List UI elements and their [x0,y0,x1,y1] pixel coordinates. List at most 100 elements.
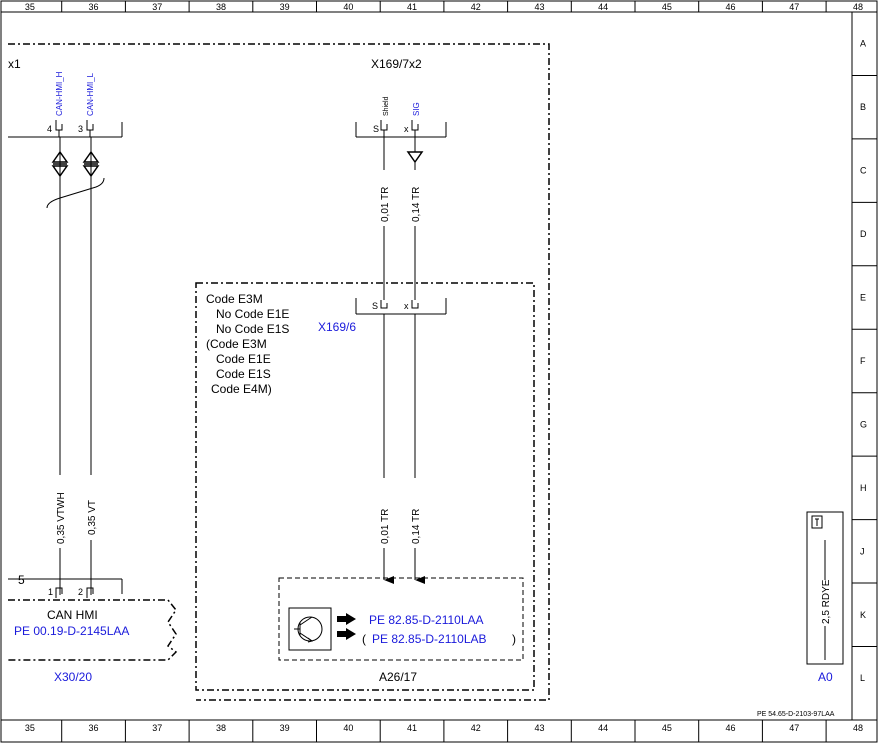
column-number: 40 [343,2,353,12]
x169-7x2-pin-x: x [404,124,409,134]
column-number: 48 [853,2,863,12]
code-variant-box [195,282,535,691]
svg-text:Code E3M: Code E3M [206,292,263,306]
row-ruler-right: A B C D E F G H J K L [852,39,877,683]
module-boundary-outer [8,43,550,701]
wire-label-vtwh: 0,35 VTWH [56,492,67,544]
column-number: 47 [789,2,799,12]
svg-text:Code E1E: Code E1E [216,352,271,366]
column-number: 41 [407,723,417,733]
transceiver-icon [288,607,332,651]
connector-x169-6-label[interactable]: X169/6 [318,320,356,334]
row-letter: H [860,483,867,493]
x169-6-pin-x: x [404,301,409,311]
a26-17-ref-2-close: ) [512,632,516,646]
column-number: 48 [853,723,863,733]
column-number: 47 [789,723,799,733]
a26-17-label: A26/17 [379,670,417,684]
row-letter: E [860,293,866,303]
x1-pin-4-number: 4 [47,124,52,134]
column-number: 39 [280,2,290,12]
connector-x30-20: 5 1 2 [8,573,123,598]
x169-6-pin-s: S [372,301,378,311]
row-letter: D [860,229,867,239]
row-letter: J [860,546,865,556]
wire-label-top-014: 0,14 TR [411,187,422,222]
wire-label-bot-014: 0,14 TR [411,509,422,544]
x1-pin-4-socket [55,120,63,137]
wire-legend-box: 2,5 RDYE [806,511,844,665]
column-number: 37 [152,723,162,733]
svg-text:No Code E1E: No Code E1E [216,307,289,321]
row-letter: A [860,39,866,49]
a26-17-device-box [278,577,524,661]
can-hmi-reference[interactable]: PE 00.19-D-2145LAA [14,624,129,638]
x1-pin-3-signal: CAN-HMI_L [86,72,95,116]
column-number: 35 [25,2,35,12]
row-letter: F [860,356,866,366]
column-ruler-top: 35 36 37 38 39 40 41 42 43 44 45 46 47 48 [25,1,863,12]
a26-17-ref-1[interactable]: PE 82.85-D-2110LAA [369,613,484,627]
wire-label-bot-001: 0,01 TR [380,509,391,544]
x169-7x2-signal-shield: Shield [383,96,390,116]
document-reference: PE 54.65-D-2103-97LAA [757,711,835,718]
legend-wire-spec: 2,5 RDYE [821,579,832,624]
wire-label-vt: 0,35 VT [87,500,98,535]
pointing-hand-icon [337,613,356,640]
column-ruler-bottom: 35 36 37 38 39 40 41 42 43 44 45 46 47 48 [25,720,863,742]
column-number: 35 [25,723,35,733]
connector-x169-7x2: X169/7x2 S Shield x SIG [355,57,447,138]
column-number: 44 [598,723,608,733]
x30-20-pin-2: 2 [78,587,83,597]
svg-text:No Code E1S: No Code E1S [216,322,289,336]
x30-20-pin-1: 1 [48,587,53,597]
column-number: 46 [726,723,736,733]
x30-20-label[interactable]: X30/20 [54,670,92,684]
connector-x1-label: x1 [8,57,21,71]
x1-pin-4-signal: CAN-HMI_H [55,71,64,116]
wire-label-top-001: 0,01 TR [380,187,391,222]
column-number: 38 [216,723,226,733]
x1-pin-3-socket [86,120,94,137]
column-number: 43 [534,2,544,12]
row-letter: G [860,419,867,429]
ground-arrow-icon [406,151,424,164]
connector-x169-7x2-label: X169/7x2 [371,57,422,71]
x169-7x2-signal-sig: SIG [412,102,421,116]
svg-text:Code E4M): Code E4M) [211,382,272,396]
code-variant-list: Code E3M No Code E1E No Code E1S (Code E… [206,292,289,396]
column-number: 37 [152,2,162,12]
column-number: 43 [534,723,544,733]
x169-7x2-pin-s: S [373,124,379,134]
column-number: 42 [471,723,481,733]
connector-x1: x1 4 CAN-HMI_H 3 CAN-HMI_L [8,57,123,138]
svg-text:Code E1S: Code E1S [216,367,271,381]
column-number: 40 [343,723,353,733]
column-number: 38 [216,2,226,12]
can-hmi-box[interactable]: CAN HMI PE 00.19-D-2145LAA [8,599,178,661]
row-letter: B [860,102,866,112]
row-letter: C [860,166,867,176]
connector-x169-6: S x [355,298,447,315]
x1-pin-3-number: 3 [78,124,83,134]
column-number: 36 [89,2,99,12]
column-number: 36 [89,723,99,733]
column-number: 44 [598,2,608,12]
column-number: 39 [280,723,290,733]
can-hmi-title: CAN HMI [47,608,98,622]
can-twisted-pair-symbol [46,137,105,475]
column-number: 41 [407,2,417,12]
x30-20-group-number: 5 [18,573,25,587]
column-number: 45 [662,723,672,733]
column-number: 45 [662,2,672,12]
a26-17-ref-2[interactable]: PE 82.85-D-2110LAB [372,632,487,646]
row-letter: K [860,610,866,620]
legend-code-a0[interactable]: A0 [818,670,833,684]
row-letter: L [860,673,865,683]
a26-17-ref-2-open: ( [362,632,366,646]
column-number: 42 [471,2,481,12]
svg-text:(Code E3M: (Code E3M [206,337,267,351]
column-number: 46 [726,2,736,12]
